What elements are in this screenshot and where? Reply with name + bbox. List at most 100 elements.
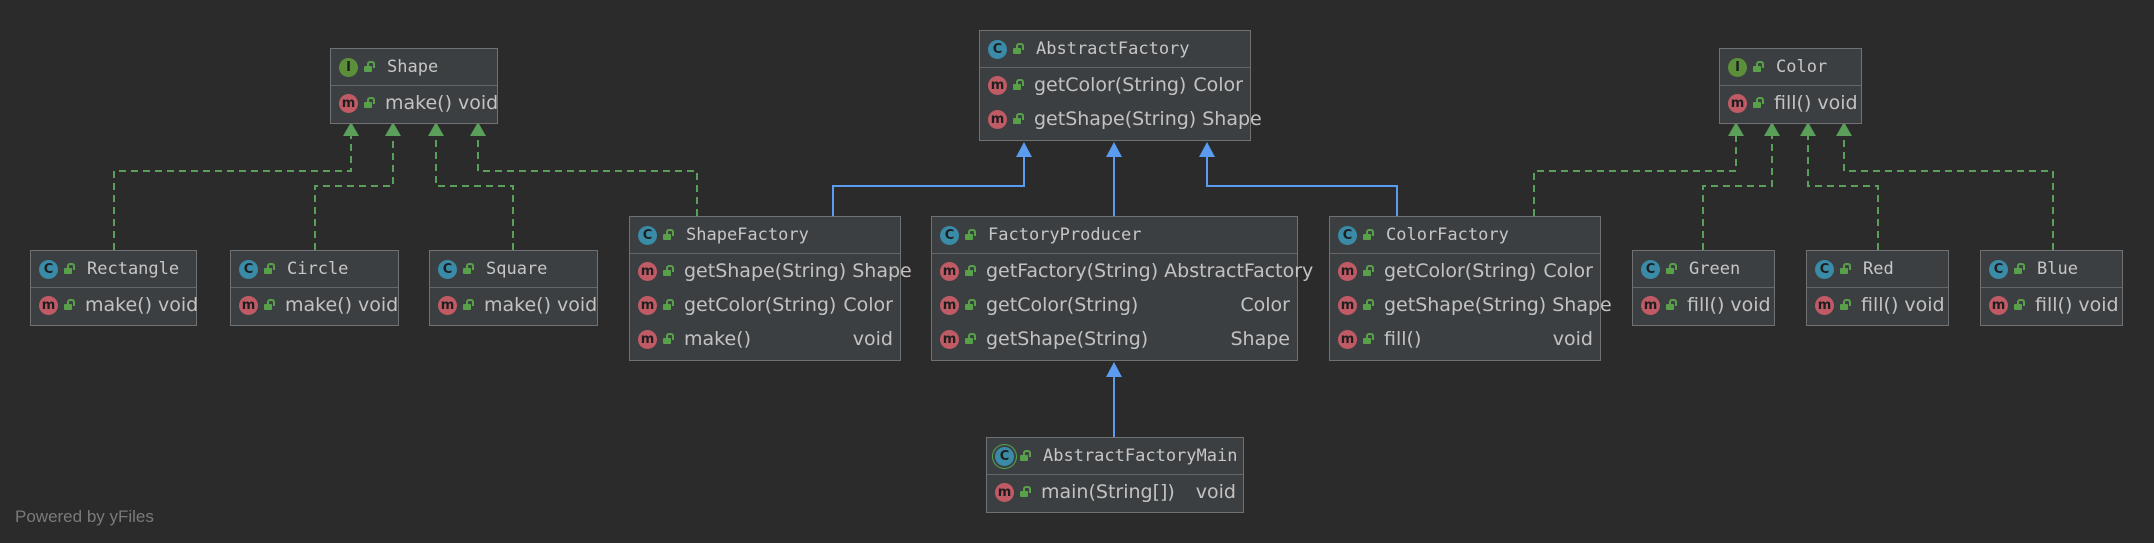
public-lock-icon <box>363 62 373 72</box>
public-lock-icon <box>63 264 73 274</box>
member-signature: fill() void <box>1861 294 1945 316</box>
member-signature: getShape(String) <box>986 328 1149 350</box>
node-header: I Shape <box>331 49 497 86</box>
member-signature: getColor(String) <box>1034 74 1187 96</box>
node-red[interactable]: C Red m fill() void <box>1806 250 1949 326</box>
arrowhead-shape-3 <box>428 122 444 136</box>
node-header: C ShapeFactory <box>630 217 900 254</box>
node-abstract-factory-main[interactable]: C AbstractFactoryMain m main(String[]) v… <box>986 437 1244 513</box>
node-green[interactable]: C Green m fill() void <box>1632 250 1775 326</box>
public-lock-icon <box>662 230 672 240</box>
member-signature: fill() void <box>1687 294 1771 316</box>
public-lock-icon <box>1839 264 1849 274</box>
public-lock-icon <box>2013 264 2023 274</box>
class-icon: C <box>988 39 1007 59</box>
edge-green-to-color <box>1702 136 1773 250</box>
method-icon: m <box>638 295 657 315</box>
edge-rectangle-to-shape <box>113 136 352 250</box>
class-icon: C <box>39 259 58 279</box>
interface-icon: I <box>1728 57 1747 77</box>
public-lock-icon <box>1012 80 1022 90</box>
node-color[interactable]: I Color m fill() void <box>1719 48 1862 124</box>
member-signature: make() <box>684 328 751 350</box>
method-icon: m <box>1641 295 1660 315</box>
public-lock-icon <box>964 266 974 276</box>
class-icon: C <box>1989 259 2008 279</box>
member-row: m make() void <box>231 288 398 322</box>
node-header: C Red <box>1807 251 1948 288</box>
node-title: Shape <box>387 57 439 77</box>
member-row: m getShape(String) Shape <box>932 322 1297 356</box>
public-lock-icon <box>1362 230 1372 240</box>
public-lock-icon <box>63 300 73 310</box>
member-type: Shape <box>1230 328 1291 350</box>
arrowhead-shape-2 <box>385 122 401 136</box>
node-circle[interactable]: C Circle m make() void <box>230 250 399 326</box>
node-header: C FactoryProducer <box>932 217 1297 254</box>
arrowhead-color-1 <box>1728 122 1744 136</box>
member-type: void <box>852 328 893 350</box>
class-icon: C <box>239 259 258 279</box>
node-title: FactoryProducer <box>988 225 1142 245</box>
public-lock-icon <box>1839 300 1849 310</box>
method-icon: m <box>1728 93 1747 113</box>
method-icon: m <box>39 295 58 315</box>
public-lock-icon <box>263 264 273 274</box>
node-shape-factory[interactable]: C ShapeFactory m getShape(String) Shape … <box>629 216 912 361</box>
method-icon: m <box>1338 261 1357 281</box>
method-icon: m <box>988 109 1007 129</box>
member-signature: getShape(String) <box>1034 108 1197 130</box>
class-icon: C <box>1338 225 1357 245</box>
node-header: C ColorFactory <box>1330 217 1600 254</box>
method-icon: m <box>638 261 657 281</box>
method-icon: m <box>438 295 457 315</box>
method-icon: m <box>1338 329 1357 349</box>
public-lock-icon <box>1019 451 1029 461</box>
member-signature: make() void <box>385 92 499 114</box>
node-header: C Green <box>1633 251 1774 288</box>
node-blue[interactable]: C Blue m fill() void <box>1980 250 2123 326</box>
node-title: Circle <box>287 259 349 279</box>
member-row: m make() void <box>331 86 499 120</box>
edge-colorfactory-to-abstractfactory <box>1206 157 1398 216</box>
method-icon: m <box>988 75 1007 95</box>
method-icon: m <box>1989 295 2008 315</box>
node-factory-producer[interactable]: C FactoryProducer m getFactory(String) A… <box>931 216 1313 361</box>
member-type: Shape <box>1202 108 1262 130</box>
member-type: AbstractFactory <box>1164 260 1314 282</box>
public-lock-icon <box>662 266 672 276</box>
node-shape[interactable]: I Shape m make() void <box>330 48 498 124</box>
method-icon: m <box>940 329 959 349</box>
member-row: m make() void <box>31 288 198 322</box>
node-title: Square <box>486 259 548 279</box>
member-type: Color <box>1240 294 1290 316</box>
node-header: C Blue <box>1981 251 2122 288</box>
member-row: m getFactory(String) AbstractFactory <box>932 254 1313 288</box>
node-title: Green <box>1689 259 1741 279</box>
node-title: Blue <box>2037 259 2078 279</box>
interface-icon: I <box>339 57 358 77</box>
member-type: Shape <box>1552 294 1612 316</box>
member-row: m fill() void <box>1981 288 2122 322</box>
node-abstract-factory[interactable]: C AbstractFactory m getColor(String) Col… <box>979 30 1262 141</box>
member-row: m getColor(String) Color <box>630 288 900 322</box>
node-header: I Color <box>1720 49 1861 86</box>
public-lock-icon <box>462 264 472 274</box>
public-lock-icon <box>1012 114 1022 124</box>
node-color-factory[interactable]: C ColorFactory m getColor(String) Color … <box>1329 216 1612 361</box>
public-lock-icon <box>964 230 974 240</box>
static-method-icon: m <box>995 482 1014 502</box>
node-title: ColorFactory <box>1386 225 1509 245</box>
method-icon: m <box>1338 295 1357 315</box>
node-title: AbstractFactory <box>1036 39 1190 59</box>
class-icon: C <box>1641 259 1660 279</box>
static-method-icon: m <box>940 261 959 281</box>
node-rectangle[interactable]: C Rectangle m make() void <box>30 250 198 326</box>
node-title: Color <box>1776 57 1828 77</box>
edge-shapefactory-to-abstractfactory <box>832 157 1025 216</box>
member-type: void <box>1552 328 1593 350</box>
arrowhead-abstractfactory-3 <box>1199 142 1215 157</box>
node-title: Red <box>1863 259 1894 279</box>
member-row: m fill() void <box>1807 288 1948 322</box>
node-square[interactable]: C Square m make() void <box>429 250 598 326</box>
